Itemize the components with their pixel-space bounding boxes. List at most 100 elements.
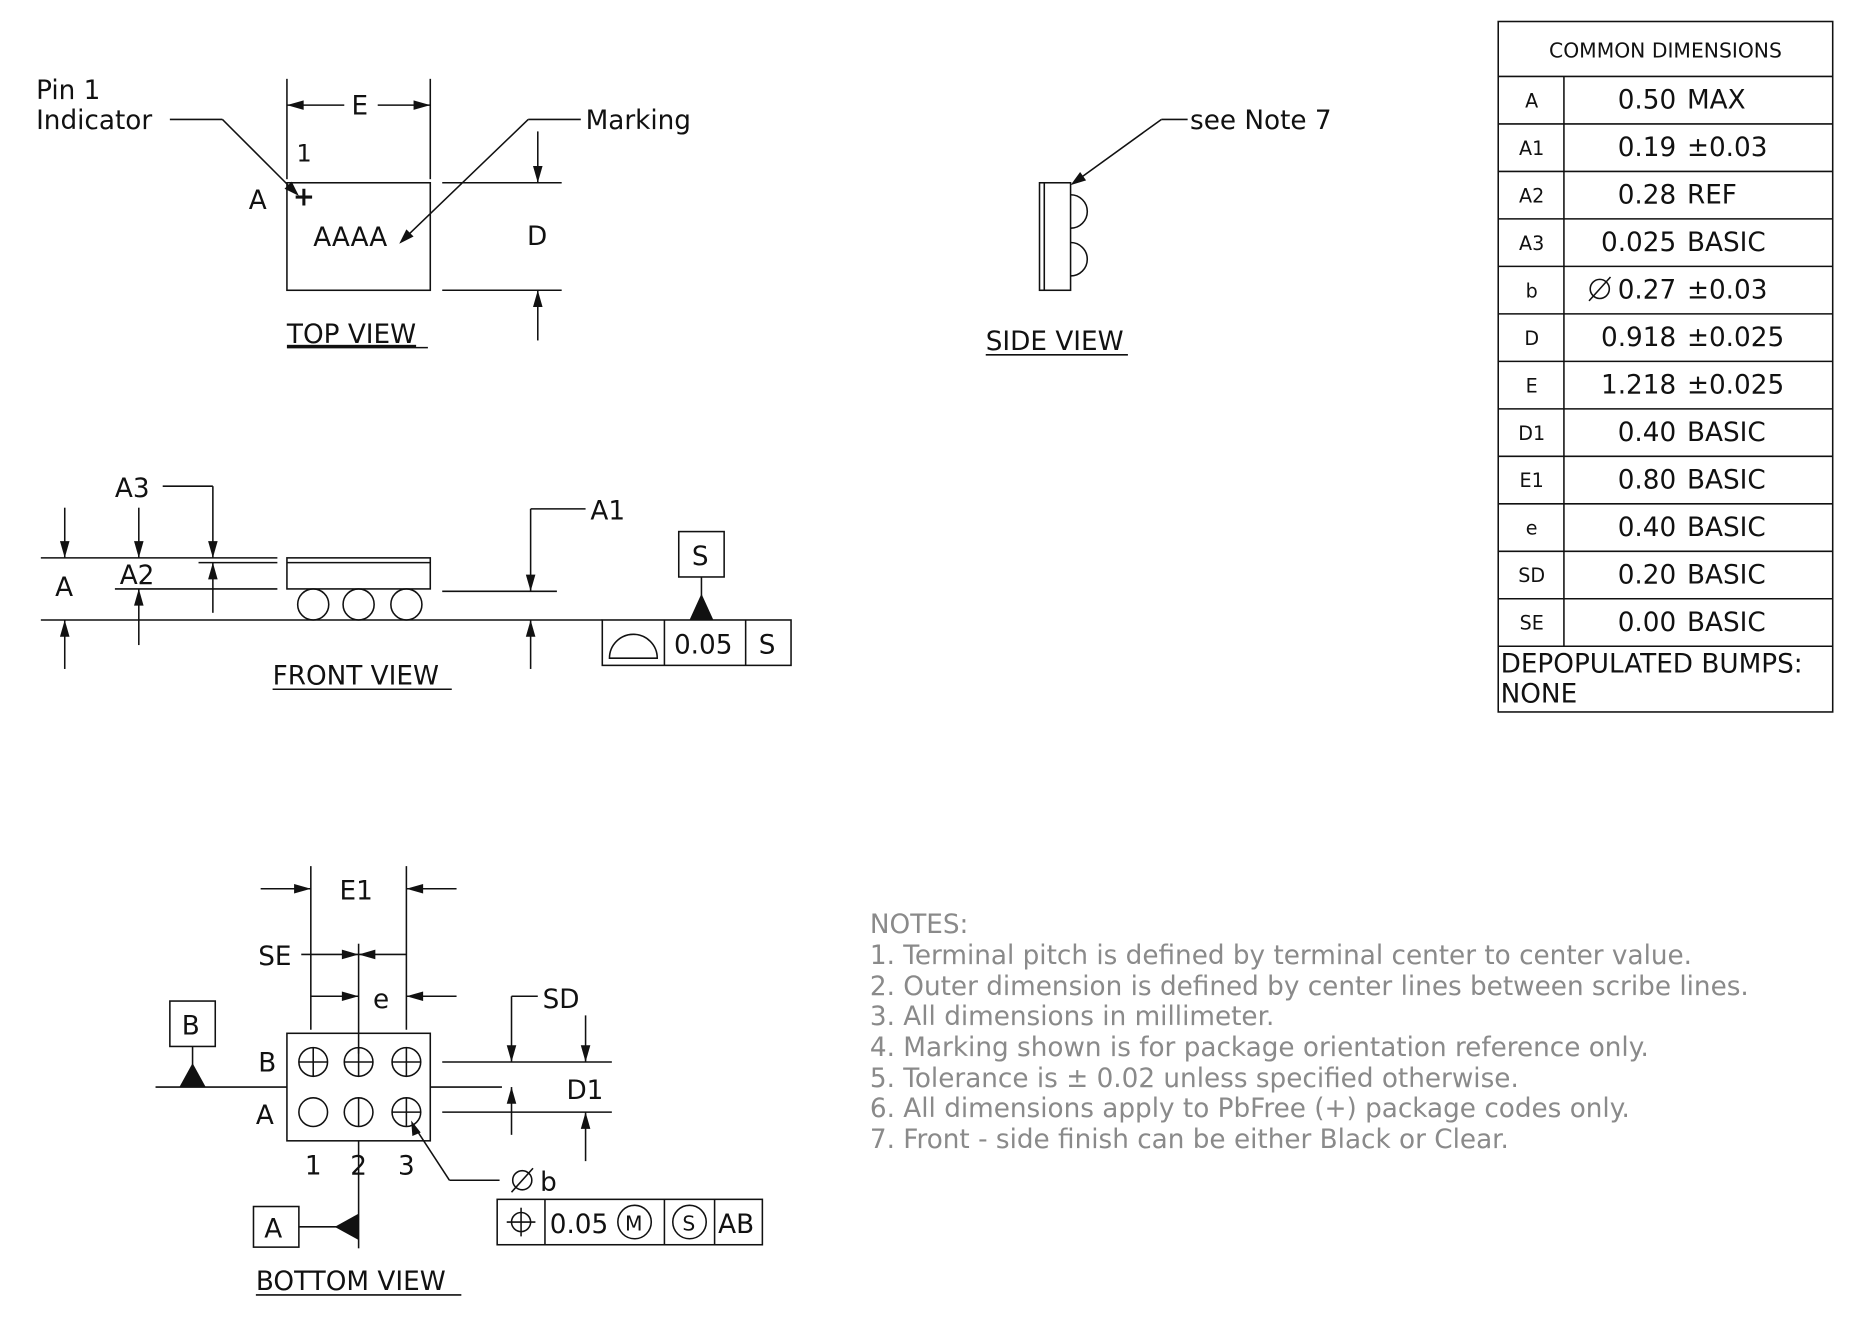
table-symbol-D1: D1	[1518, 422, 1545, 445]
table-qualifier-A: MAX	[1687, 86, 1746, 116]
fcf-bottom-datums: AB	[718, 1210, 754, 1240]
note-6: 6. All dimensions apply to PbFree (+) pa…	[870, 1094, 1630, 1124]
table-value-D1: 0.40	[1618, 418, 1676, 448]
bump-b3	[391, 1046, 422, 1078]
dim-e-top: E	[351, 92, 368, 122]
diameter-symbol-icon	[1588, 276, 1612, 302]
row-a-label: A	[256, 1101, 274, 1131]
top-view: Pin 1 Indicator + 1 A AAAA Marking E D T…	[36, 76, 691, 350]
table-value-b: 0.27	[1618, 275, 1676, 305]
datum-s-label: S	[692, 542, 709, 572]
table-symbol-A: A	[1525, 89, 1538, 112]
diameter-icon	[510, 1167, 534, 1193]
top-view-caption: TOP VIEW	[286, 320, 416, 350]
fcf-front-value: 0.05	[674, 630, 732, 660]
pin1-marker: +	[293, 182, 315, 212]
table-symbol-E1: E1	[1520, 469, 1544, 492]
table-qualifier-E: ±0.025	[1687, 370, 1784, 400]
marking-text: AAAA	[313, 223, 387, 253]
note-4: 4. Marking shown is for package orientat…	[870, 1033, 1649, 1063]
table-title: COMMON DIMENSIONS	[1549, 38, 1782, 62]
col-1-label: 1	[305, 1151, 322, 1181]
bump-b1	[298, 1046, 329, 1078]
front-view: A A2 A3 A1 S 0.05 S F	[40, 474, 792, 691]
note-1: 1. Terminal pitch is defined by terminal…	[870, 941, 1692, 971]
table-value-A3: 0.025	[1601, 228, 1676, 258]
dim-d1-bottom: D1	[566, 1076, 603, 1106]
datum-a-label: A	[264, 1215, 282, 1245]
col-2-label: 2	[350, 1151, 367, 1181]
table-value-D: 0.918	[1601, 323, 1676, 353]
table-value-E: 1.218	[1601, 370, 1676, 400]
note-2: 2. Outer dimension is defined by center …	[870, 972, 1749, 1002]
fcf-front-datum: S	[759, 630, 776, 660]
dim-a3-front: A3	[115, 474, 150, 504]
table-value-SE: 0.00	[1618, 608, 1676, 638]
table-symbol-A2: A2	[1519, 184, 1544, 207]
note-7: 7. Front - side finish can be either Bla…	[870, 1125, 1509, 1155]
note-5: 5. Tolerance is ± 0.02 unless specified …	[870, 1064, 1519, 1094]
table-value-E1: 0.80	[1618, 465, 1676, 495]
side-view-caption: SIDE VIEW	[986, 327, 1124, 357]
package-outline-top	[286, 181, 432, 292]
pin1-number: 1	[296, 139, 311, 167]
table-qualifier-A2: REF	[1687, 181, 1737, 211]
fcf-bottom-m: M	[625, 1211, 643, 1235]
fcf-front	[601, 619, 792, 667]
table-qualifier-D1: BASIC	[1687, 418, 1766, 448]
table-value-A1: 0.19	[1618, 133, 1676, 163]
table-qualifier-b: ±0.03	[1687, 275, 1768, 305]
table-qualifier-D: ±0.025	[1687, 323, 1784, 353]
package-outline-side	[1038, 181, 1072, 292]
datum-b-label: B	[182, 1011, 200, 1041]
mmc-modifier-icon	[617, 1204, 653, 1240]
dim-a2-front: A2	[120, 561, 155, 591]
table-qualifier-SD: BASIC	[1687, 560, 1766, 590]
table-qualifier-SE: BASIC	[1687, 608, 1766, 638]
dim-a1-front: A1	[590, 497, 625, 527]
bump-a3	[391, 1097, 422, 1128]
table-value-A: 0.50	[1618, 86, 1676, 116]
fcf-bottom-value: 0.05	[550, 1210, 608, 1240]
datum-s-box	[677, 530, 725, 578]
depop-line2: NONE	[1501, 679, 1578, 709]
table-qualifier-E1: BASIC	[1687, 465, 1766, 495]
notes-heading: NOTES:	[870, 910, 968, 940]
table-value-A2: 0.28	[1618, 181, 1676, 211]
bump-front-1	[296, 588, 330, 621]
depop-line1: DEPOPULATED BUMPS:	[1501, 650, 1803, 680]
marking-label: Marking	[586, 106, 691, 136]
dim-d-top: D	[527, 222, 547, 252]
table-value-SD: 0.20	[1618, 560, 1676, 590]
table-symbol-b: b	[1526, 279, 1538, 302]
notes: NOTES: 1. Terminal pitch is defined by t…	[870, 910, 1749, 1155]
table-symbol-A1: A1	[1519, 137, 1544, 160]
row-a-label-top: A	[249, 186, 267, 216]
bump-a1	[298, 1097, 329, 1128]
table-symbol-D: D	[1524, 327, 1539, 350]
table-symbol-SD: SD	[1518, 564, 1545, 587]
pin1-label-line2: Indicator	[36, 106, 152, 136]
dim-e1-bottom: E1	[339, 877, 372, 907]
bump-front-2	[342, 588, 375, 621]
table-symbol-SE: SE	[1520, 612, 1544, 635]
bottom-view-caption: BOTTOM VIEW	[256, 1267, 446, 1297]
table-qualifier-e: BASIC	[1687, 513, 1766, 543]
table-qualifier-A3: BASIC	[1687, 228, 1766, 258]
table-value-e: 0.40	[1618, 513, 1676, 543]
table-symbol-A3: A3	[1519, 232, 1544, 255]
table-qualifier-A1: ±0.03	[1687, 133, 1768, 163]
rfs-modifier-icon	[672, 1204, 708, 1240]
note-3: 3. All dimensions in millimeter.	[870, 1002, 1274, 1032]
fcf-bottom	[496, 1198, 764, 1246]
position-tolerance-icon	[506, 1207, 536, 1237]
profile-surface-icon	[608, 633, 659, 659]
dim-sd-bottom: SD	[543, 985, 580, 1015]
bump-front-3	[390, 588, 423, 621]
dim-e-bottom: e	[373, 985, 389, 1015]
table-symbol-E: E	[1526, 374, 1538, 397]
note-reference: see Note 7	[1190, 106, 1332, 136]
row-b-label: B	[258, 1049, 276, 1079]
